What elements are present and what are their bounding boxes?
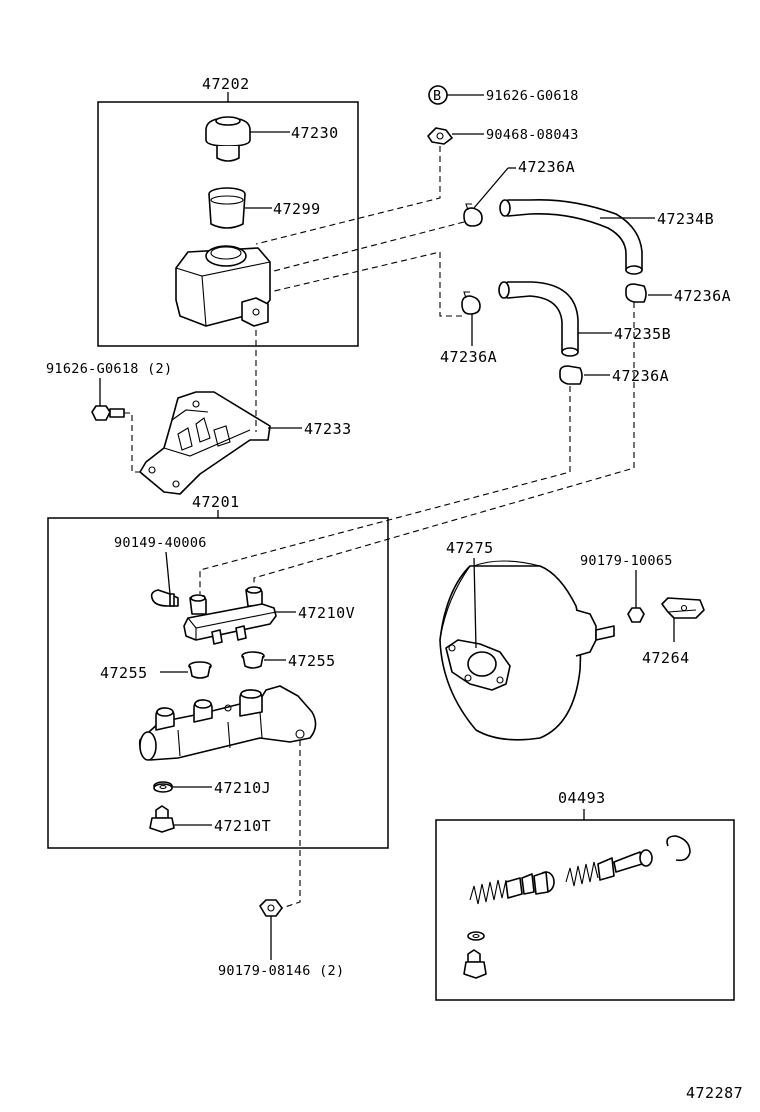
label-clevis: 47264 bbox=[642, 649, 690, 667]
booster-nut[interactable] bbox=[627, 607, 645, 623]
reservoir-strainer[interactable] bbox=[208, 187, 246, 229]
label-clip-b-bolt: 91626-G0618 bbox=[486, 88, 579, 104]
grommet-right[interactable] bbox=[241, 651, 265, 669]
label-hose-clamp-top: 47236A bbox=[518, 158, 575, 176]
label-reservoir-cap: 47230 bbox=[291, 124, 339, 142]
label-reservoir-bracket: 47233 bbox=[304, 420, 352, 438]
label-union-bolt: 90149-40006 bbox=[114, 535, 207, 551]
cylinder-nut[interactable] bbox=[259, 899, 283, 917]
label-hose-lower: 47235B bbox=[614, 325, 671, 343]
label-gasket: 47210J bbox=[214, 779, 271, 797]
brake-booster[interactable] bbox=[439, 560, 615, 741]
label-reservoir-assy: 47202 bbox=[202, 75, 250, 93]
reservoir-bracket[interactable] bbox=[139, 391, 271, 495]
label-union: 47210V bbox=[298, 604, 355, 622]
label-booster-nut: 90179-10065 bbox=[580, 553, 673, 569]
hose-clamp-mid[interactable] bbox=[461, 291, 481, 315]
bracket-bolt[interactable] bbox=[91, 405, 125, 421]
hose-lower[interactable] bbox=[498, 281, 579, 357]
label-grommet-left: 47255 bbox=[100, 664, 148, 682]
reservoir-tank[interactable] bbox=[175, 245, 271, 327]
hose-clamp-right[interactable] bbox=[625, 283, 647, 303]
label-grommet-right: 47255 bbox=[288, 652, 336, 670]
clevis[interactable] bbox=[661, 597, 705, 619]
repair-kit-parts[interactable] bbox=[463, 835, 691, 979]
label-cylinder-nut: 90179-08146 (2) bbox=[218, 963, 344, 979]
label-reservoir-strainer: 47299 bbox=[273, 200, 321, 218]
label-booster: 47275 bbox=[446, 539, 494, 557]
svg-text:B: B bbox=[433, 88, 441, 104]
label-repair-kit: 04493 bbox=[558, 789, 606, 807]
label-master-cylinder-assy: 47201 bbox=[192, 493, 240, 511]
label-hose-clamp-mid: 47236A bbox=[440, 348, 497, 366]
hose-upper[interactable] bbox=[499, 198, 643, 275]
label-hose-clamp-right: 47236A bbox=[674, 287, 731, 305]
master-cylinder-body[interactable] bbox=[138, 685, 317, 761]
repair-kit-frame bbox=[435, 819, 735, 1001]
hose-clamp-top[interactable] bbox=[463, 203, 483, 227]
label-hose-clamp-lower: 47236A bbox=[612, 367, 669, 385]
union-bolt[interactable] bbox=[150, 589, 179, 607]
union[interactable] bbox=[183, 586, 277, 645]
label-plug: 47210T bbox=[214, 817, 271, 835]
master-cylinder-group-frame bbox=[47, 517, 389, 849]
reservoir-cap[interactable] bbox=[205, 116, 251, 162]
clip-nut[interactable] bbox=[427, 127, 453, 145]
plug[interactable] bbox=[149, 805, 175, 833]
gasket[interactable] bbox=[153, 781, 173, 793]
hose-clamp-lower[interactable] bbox=[559, 365, 583, 385]
clip-b-marker: B bbox=[428, 85, 448, 105]
label-clip-nut: 90468-08043 bbox=[486, 127, 579, 143]
label-bracket-bolt: 91626-G0618 (2) bbox=[46, 361, 172, 377]
label-hose-upper: 47234B bbox=[657, 210, 714, 228]
diagram-id: 472287 bbox=[686, 1084, 743, 1102]
grommet-left[interactable] bbox=[188, 661, 212, 679]
